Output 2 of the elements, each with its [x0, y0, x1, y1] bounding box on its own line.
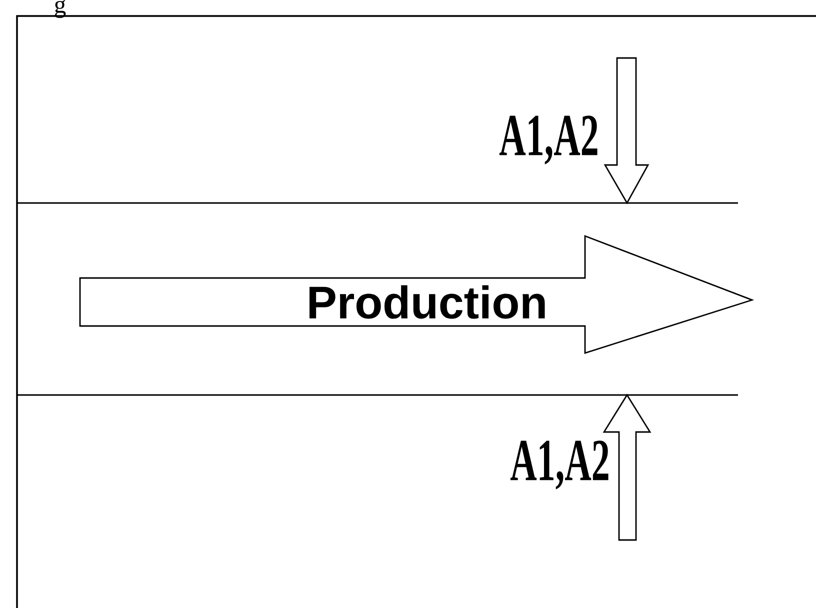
- arrow-label: A1,A2: [510, 440, 608, 490]
- arrow-label: A1,A2: [499, 116, 598, 164]
